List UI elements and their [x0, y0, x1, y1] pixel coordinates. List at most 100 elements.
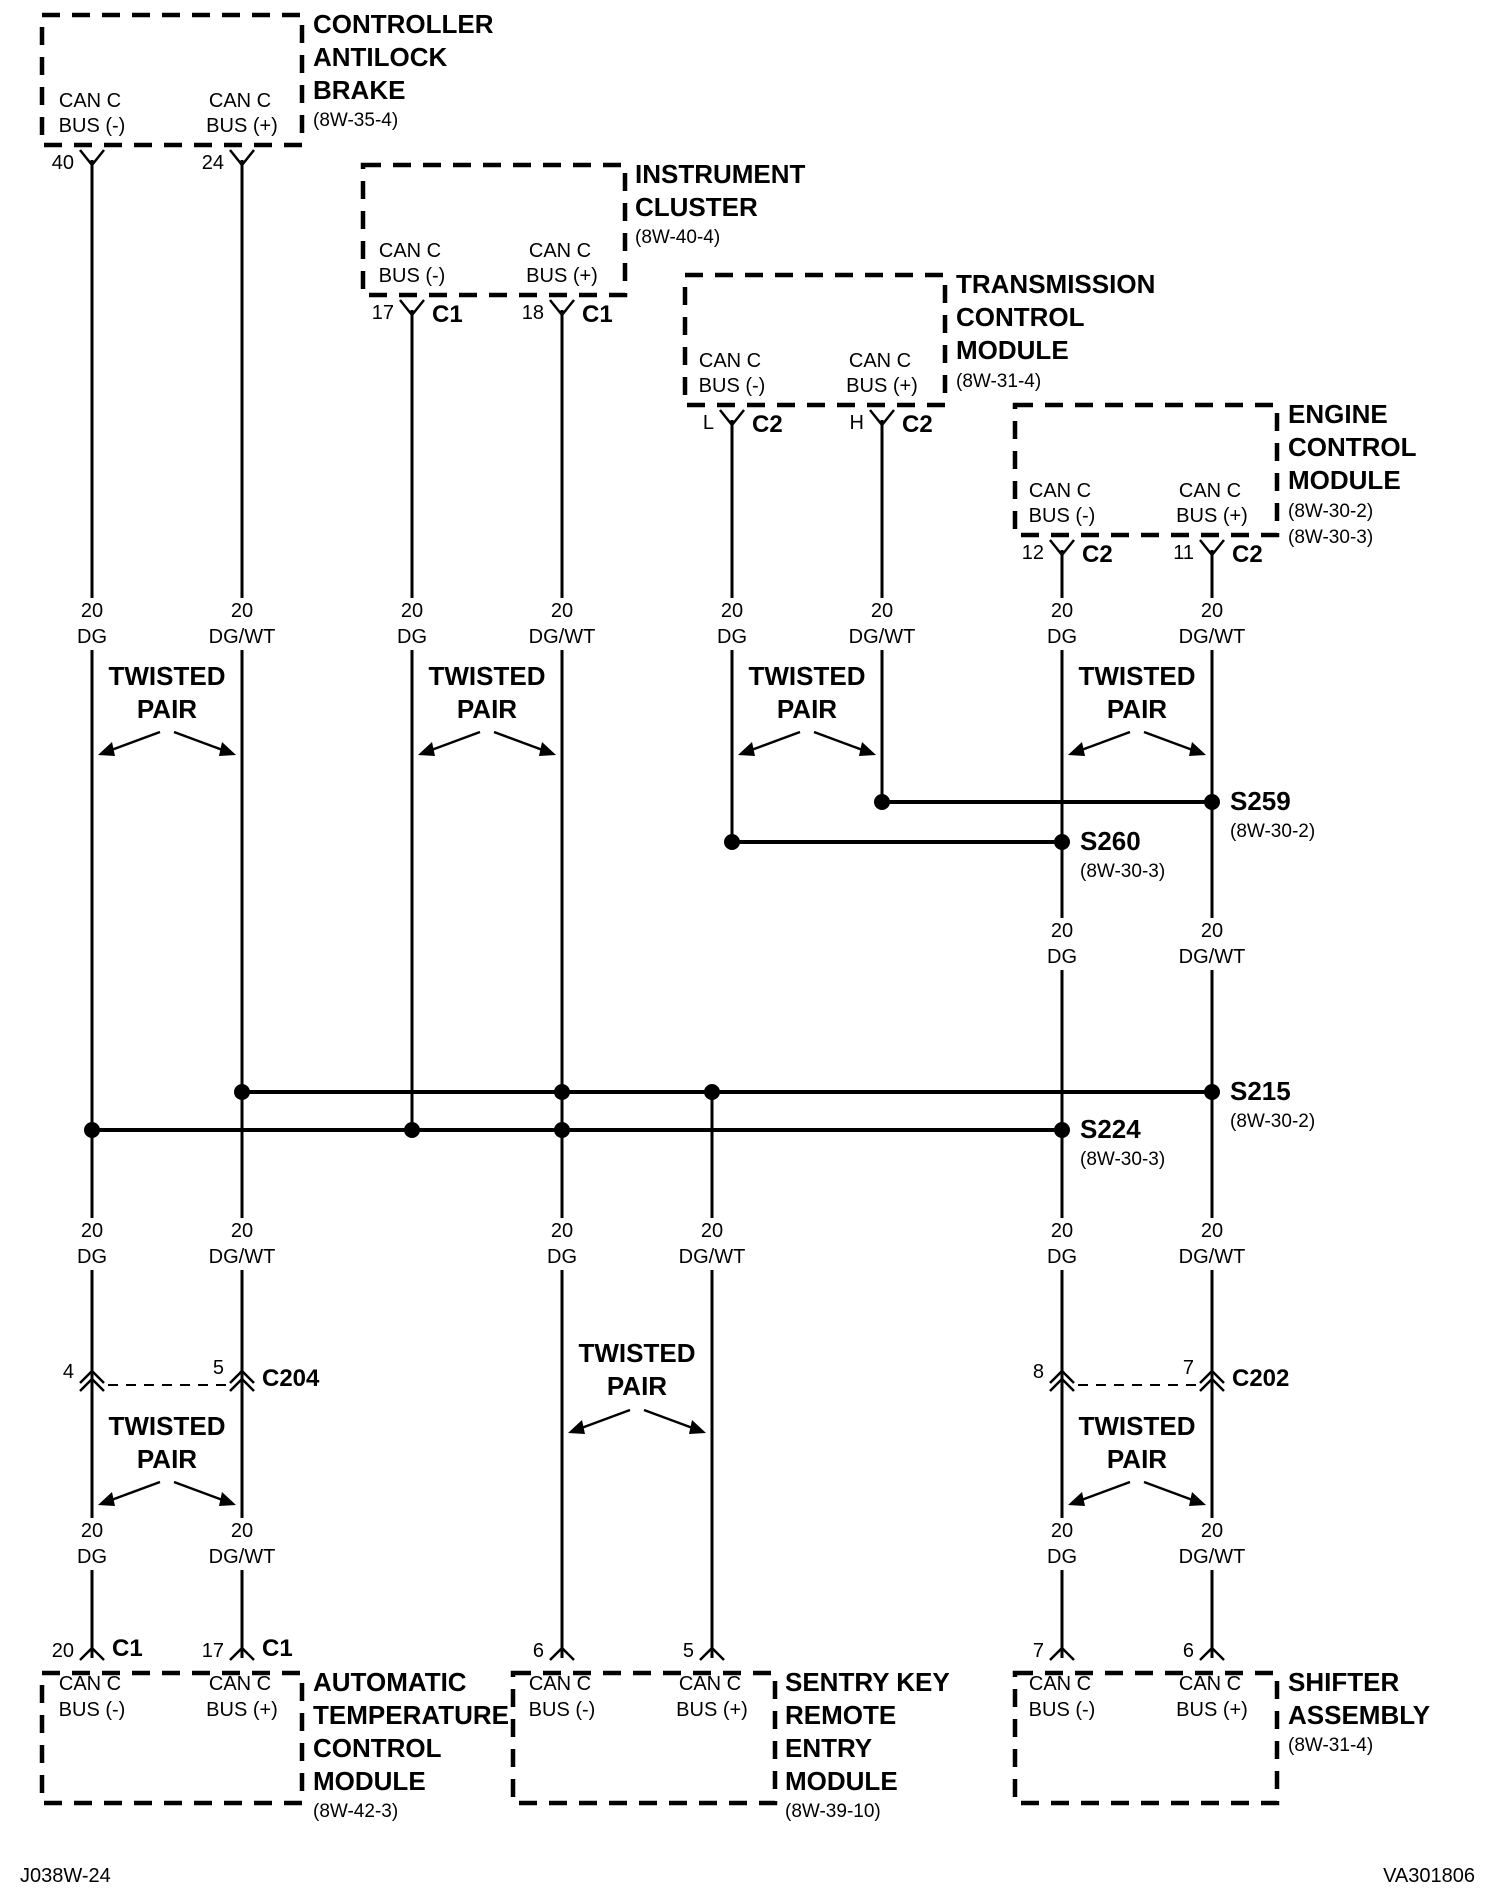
connector-name-ecm-plus: C2 [1232, 541, 1263, 568]
pin-label-abs-plus: CAN C BUS (+) [206, 90, 278, 137]
pin-number-c202-8: 8 [1033, 1361, 1044, 1383]
module-name-abs: CONTROLLER ANTILOCK BRAKE (8W-35-4) [313, 9, 498, 131]
pin-label-shifter-minus: CAN C BUS (-) [1029, 1673, 1096, 1721]
connector-name-ecm-minus: C2 [1082, 541, 1113, 568]
pin-label-ic-plus: CAN C BUS (+) [526, 240, 598, 287]
module-name-skrem: SENTRY KEY REMOTE ENTRY MODULE (8W-39-10… [785, 1667, 954, 1822]
splice-dot-s224 [1054, 1122, 1070, 1138]
splice-dot-s260 [1054, 834, 1070, 850]
splice-label-s215: S215 (8W-30-2) [1230, 1076, 1315, 1132]
connector-name-atc-minus: C1 [112, 1635, 143, 1662]
pin-label-tcm-minus: CAN C BUS (-) [699, 350, 766, 397]
connector-name-ic-plus: C1 [582, 301, 613, 328]
pin-number-tcm-plus: H [850, 412, 864, 434]
pin-label-atc-plus: CAN C BUS (+) [206, 1673, 278, 1721]
pin-number-atc-minus: 20 [52, 1640, 74, 1662]
module-box-atc [39, 1670, 305, 1806]
module-name-atc: AUTOMATIC TEMPERATURE CONTROL MODULE (8W… [313, 1667, 513, 1822]
footer-right-code: VA301806 [1383, 1865, 1475, 1887]
pin-label-ic-minus: CAN C BUS (-) [379, 240, 446, 287]
module-name-shifter: SHIFTER ASSEMBLY (8W-31-4) [1288, 1667, 1434, 1756]
pin-label-skrem-plus: CAN C BUS (+) [676, 1673, 748, 1721]
connector-symbol [79, 1646, 1225, 1661]
pin-number-ic-minus: 17 [372, 302, 394, 324]
splice-dot [554, 1122, 570, 1138]
pin-label-abs-minus: CAN C BUS (-) [59, 90, 126, 137]
inline-connector-c202 [1049, 1369, 1225, 1392]
splice-label-s259: S259 (8W-30-2) [1230, 786, 1315, 842]
splice-dot [724, 834, 740, 850]
connector-symbol [79, 149, 1225, 558]
splice-dot-s215 [1204, 1084, 1220, 1100]
pin-label-atc-minus: CAN C BUS (-) [59, 1673, 126, 1721]
pin-number-c204-4: 4 [63, 1361, 74, 1383]
pin-label-shifter-plus: CAN C BUS (+) [1176, 1673, 1248, 1721]
connector-name-tcm-plus: C2 [902, 411, 933, 438]
splice-dot [234, 1084, 250, 1100]
module-name-instrument-cluster: INSTRUMENT CLUSTER (8W-40-4) [635, 159, 809, 248]
pin-number-shifter-minus: 7 [1033, 1640, 1044, 1662]
connector-name-c202: C202 [1232, 1365, 1289, 1392]
footer-left-code: J038W-24 [20, 1865, 111, 1887]
pin-number-tcm-minus: L [703, 412, 714, 434]
pin-label-ecm-minus: CAN C BUS (-) [1029, 480, 1096, 527]
connector-name-c204: C204 [262, 1365, 320, 1392]
pin-label-skrem-minus: CAN C BUS (-) [529, 1673, 596, 1721]
splice-dot [554, 1084, 570, 1100]
module-box-tcm [682, 272, 948, 408]
module-box-shifter [1012, 1670, 1280, 1806]
splice-label-s224: S224 (8W-30-3) [1080, 1114, 1165, 1170]
module-name-tcm: TRANSMISSION CONTROL MODULE (8W-31-4) [956, 269, 1159, 392]
pin-number-c204-5: 5 [213, 1357, 224, 1379]
pin-number-abs-minus: 40 [52, 152, 74, 174]
module-box-instrument-cluster [360, 162, 628, 298]
connector-name-atc-plus: C1 [262, 1635, 293, 1662]
connector-name-ic-minus: C1 [432, 301, 463, 328]
pin-label-tcm-plus: CAN C BUS (+) [846, 350, 918, 397]
pin-number-ecm-minus: 12 [1022, 542, 1044, 564]
pin-number-c202-7: 7 [1183, 1357, 1194, 1379]
splice-dot [84, 1122, 100, 1138]
pin-number-shifter-plus: 6 [1183, 1640, 1194, 1662]
pin-number-skrem-minus: 6 [533, 1640, 544, 1662]
pin-label-ecm-plus: CAN C BUS (+) [1176, 480, 1248, 527]
splice-dot [404, 1122, 420, 1138]
pin-number-ic-plus: 18 [522, 302, 544, 324]
module-box-skrem [510, 1670, 778, 1806]
pin-number-skrem-plus: 5 [683, 1640, 694, 1662]
pin-number-abs-plus: 24 [202, 152, 224, 174]
module-box-abs [39, 12, 305, 148]
splice-label-s260: S260 (8W-30-3) [1080, 826, 1165, 882]
splice-dot [874, 794, 890, 810]
